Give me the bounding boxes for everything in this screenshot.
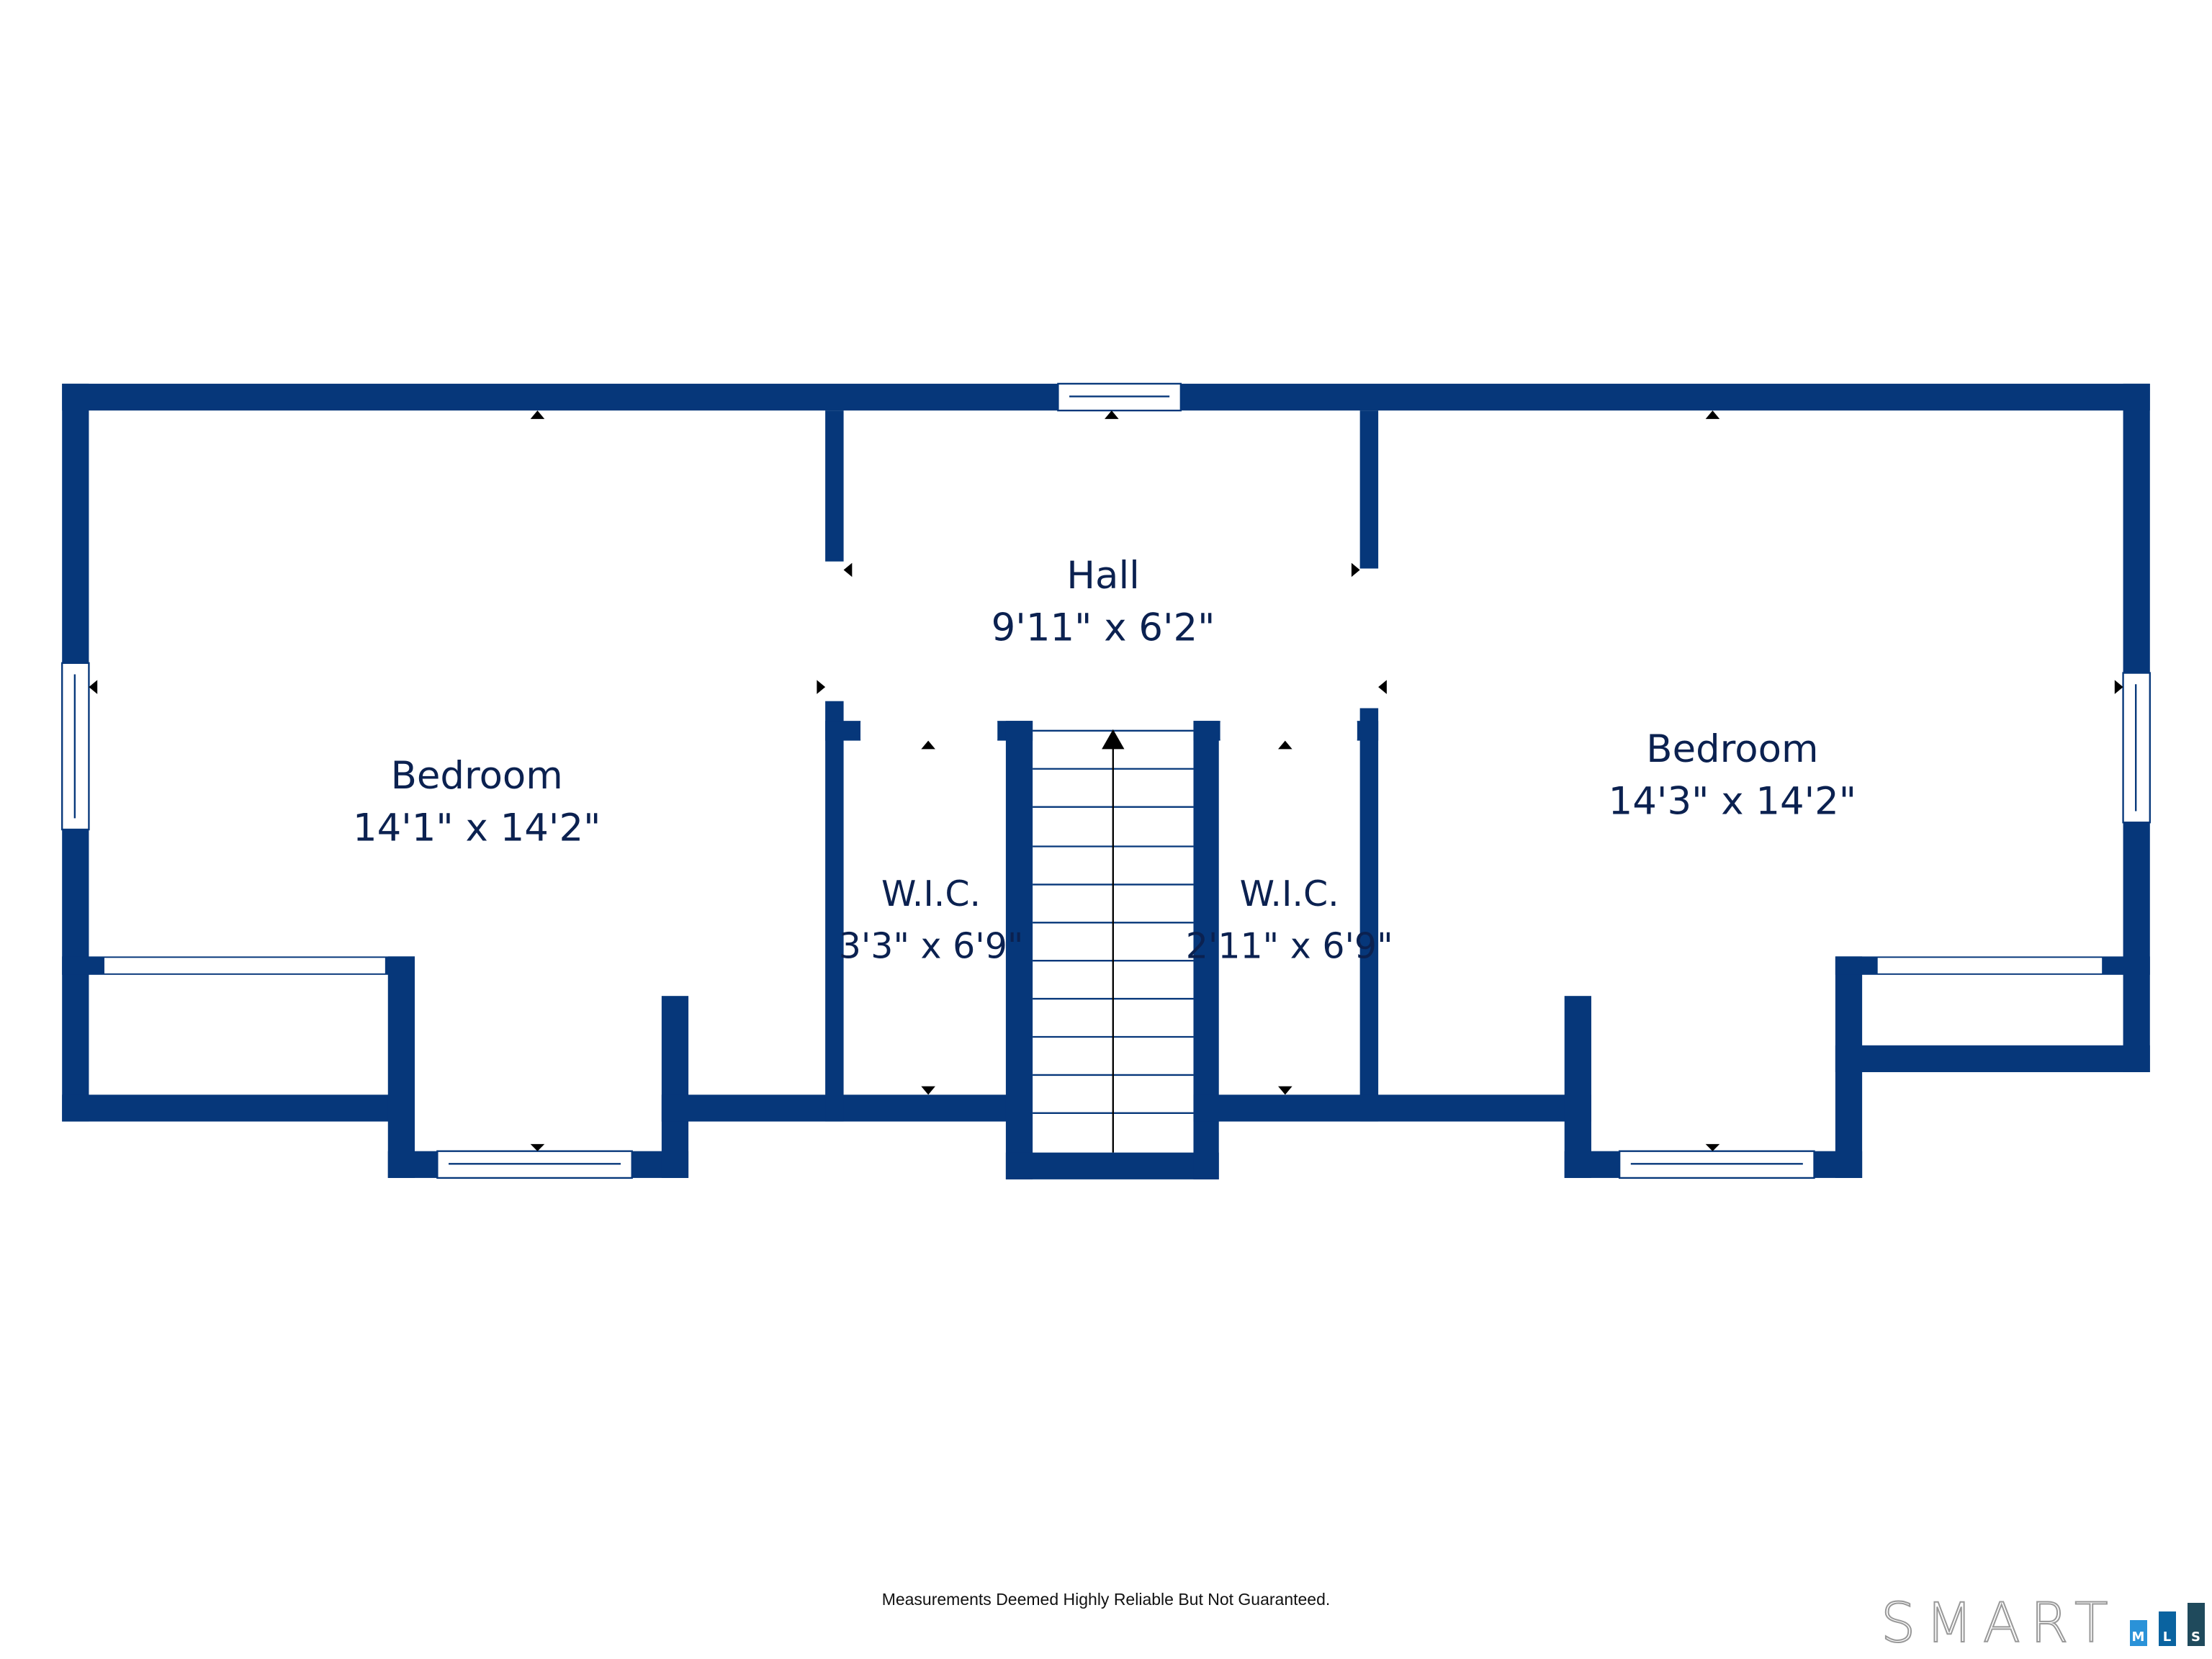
room-labels: Bedroom 14'1" x 14'2" Hall 9'11" x 6'2" … xyxy=(353,554,1856,966)
logo-bar-s: S xyxy=(2187,1603,2205,1646)
disclaimer: Measurements Deemed Highly Reliable But … xyxy=(881,1590,1331,1609)
room-name: Bedroom xyxy=(1646,727,1818,771)
room-name: W.I.C. xyxy=(1240,873,1339,914)
room-dims: 14'1" x 14'2" xyxy=(353,806,601,850)
dimension-markers xyxy=(89,410,2123,1151)
logo-word: SMART xyxy=(1880,1591,2118,1655)
logo-bar-m: M xyxy=(2129,1620,2147,1646)
logo-bar-l: L xyxy=(2158,1611,2176,1646)
room-name: Hall xyxy=(1066,554,1140,598)
staircase xyxy=(1033,729,1194,1153)
room-dims: 14'3" x 14'2" xyxy=(1609,779,1856,823)
room-dims: 9'11" x 6'2" xyxy=(992,606,1215,649)
room-name: Bedroom xyxy=(391,754,563,798)
room-name: W.I.C. xyxy=(881,873,981,914)
room-dims: 2'11" x 6'9" xyxy=(1186,925,1393,966)
stair-arrow-icon xyxy=(1102,729,1125,750)
openings xyxy=(104,722,2103,974)
smartmls-logo: SMART M L S xyxy=(1880,1591,2205,1655)
windows xyxy=(61,382,2151,1179)
room-dims: 3'3" x 6'9" xyxy=(839,925,1024,966)
